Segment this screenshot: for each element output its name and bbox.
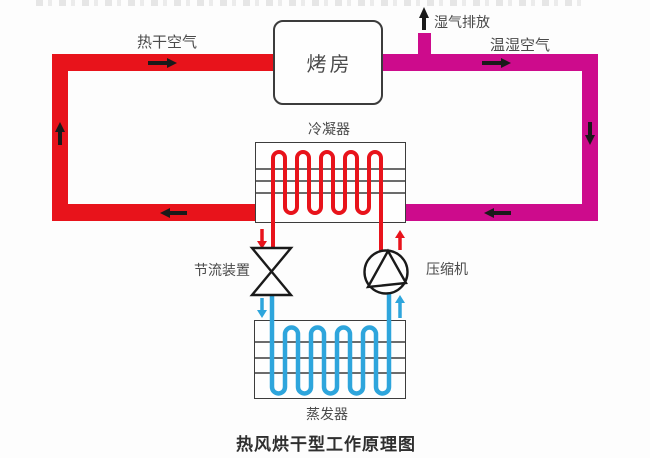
evaporator-coil — [269, 293, 392, 396]
pipe-exhaust-riser — [418, 33, 431, 56]
condenser-label: 冷凝器 — [308, 121, 350, 137]
moisture-exhaust-arrow — [419, 7, 429, 30]
airflow-arrow-humid-top — [482, 58, 511, 68]
throttle-valve-symbol — [249, 246, 294, 297]
compressor-symbol — [363, 248, 409, 295]
warm-humid-air-label: 温湿空气 — [489, 37, 551, 54]
condenser-coil — [271, 150, 383, 253]
airflow-arrow-humid-right-down — [585, 122, 595, 145]
refrigerant-arrow-up-compressor — [395, 230, 405, 250]
pipe-hot-bottom — [52, 204, 255, 221]
airflow-arrow-hot-left-up — [55, 122, 65, 145]
evaporator-fins — [255, 341, 405, 374]
evaporator-label: 蒸发器 — [306, 406, 348, 422]
compressor-label: 压缩机 — [426, 261, 468, 277]
drying-room-label: 烤房 — [306, 54, 353, 76]
moisture-exhaust-label: 湿气排放 — [434, 14, 490, 30]
diagram-caption: 热风烘干型工作原理图 — [236, 435, 416, 454]
evaporator-box — [254, 320, 406, 399]
airflow-arrow-humid-bottom-left — [484, 208, 511, 218]
drying-room-box: 烤房 — [273, 20, 383, 105]
refrigerant-arrow-down-evaporator — [257, 298, 267, 318]
hot-dry-air-label: 热干空气 — [136, 34, 198, 51]
cropped-text-artifact — [36, 0, 581, 6]
throttle-valve-label: 节流装置 — [194, 262, 250, 278]
refrigerant-arrow-up-evaporator — [395, 295, 405, 318]
airflow-arrow-hot-bottom-left — [160, 208, 187, 218]
airflow-arrow-hot-top — [148, 58, 177, 68]
refrigerant-arrow-down-valve — [257, 229, 267, 249]
